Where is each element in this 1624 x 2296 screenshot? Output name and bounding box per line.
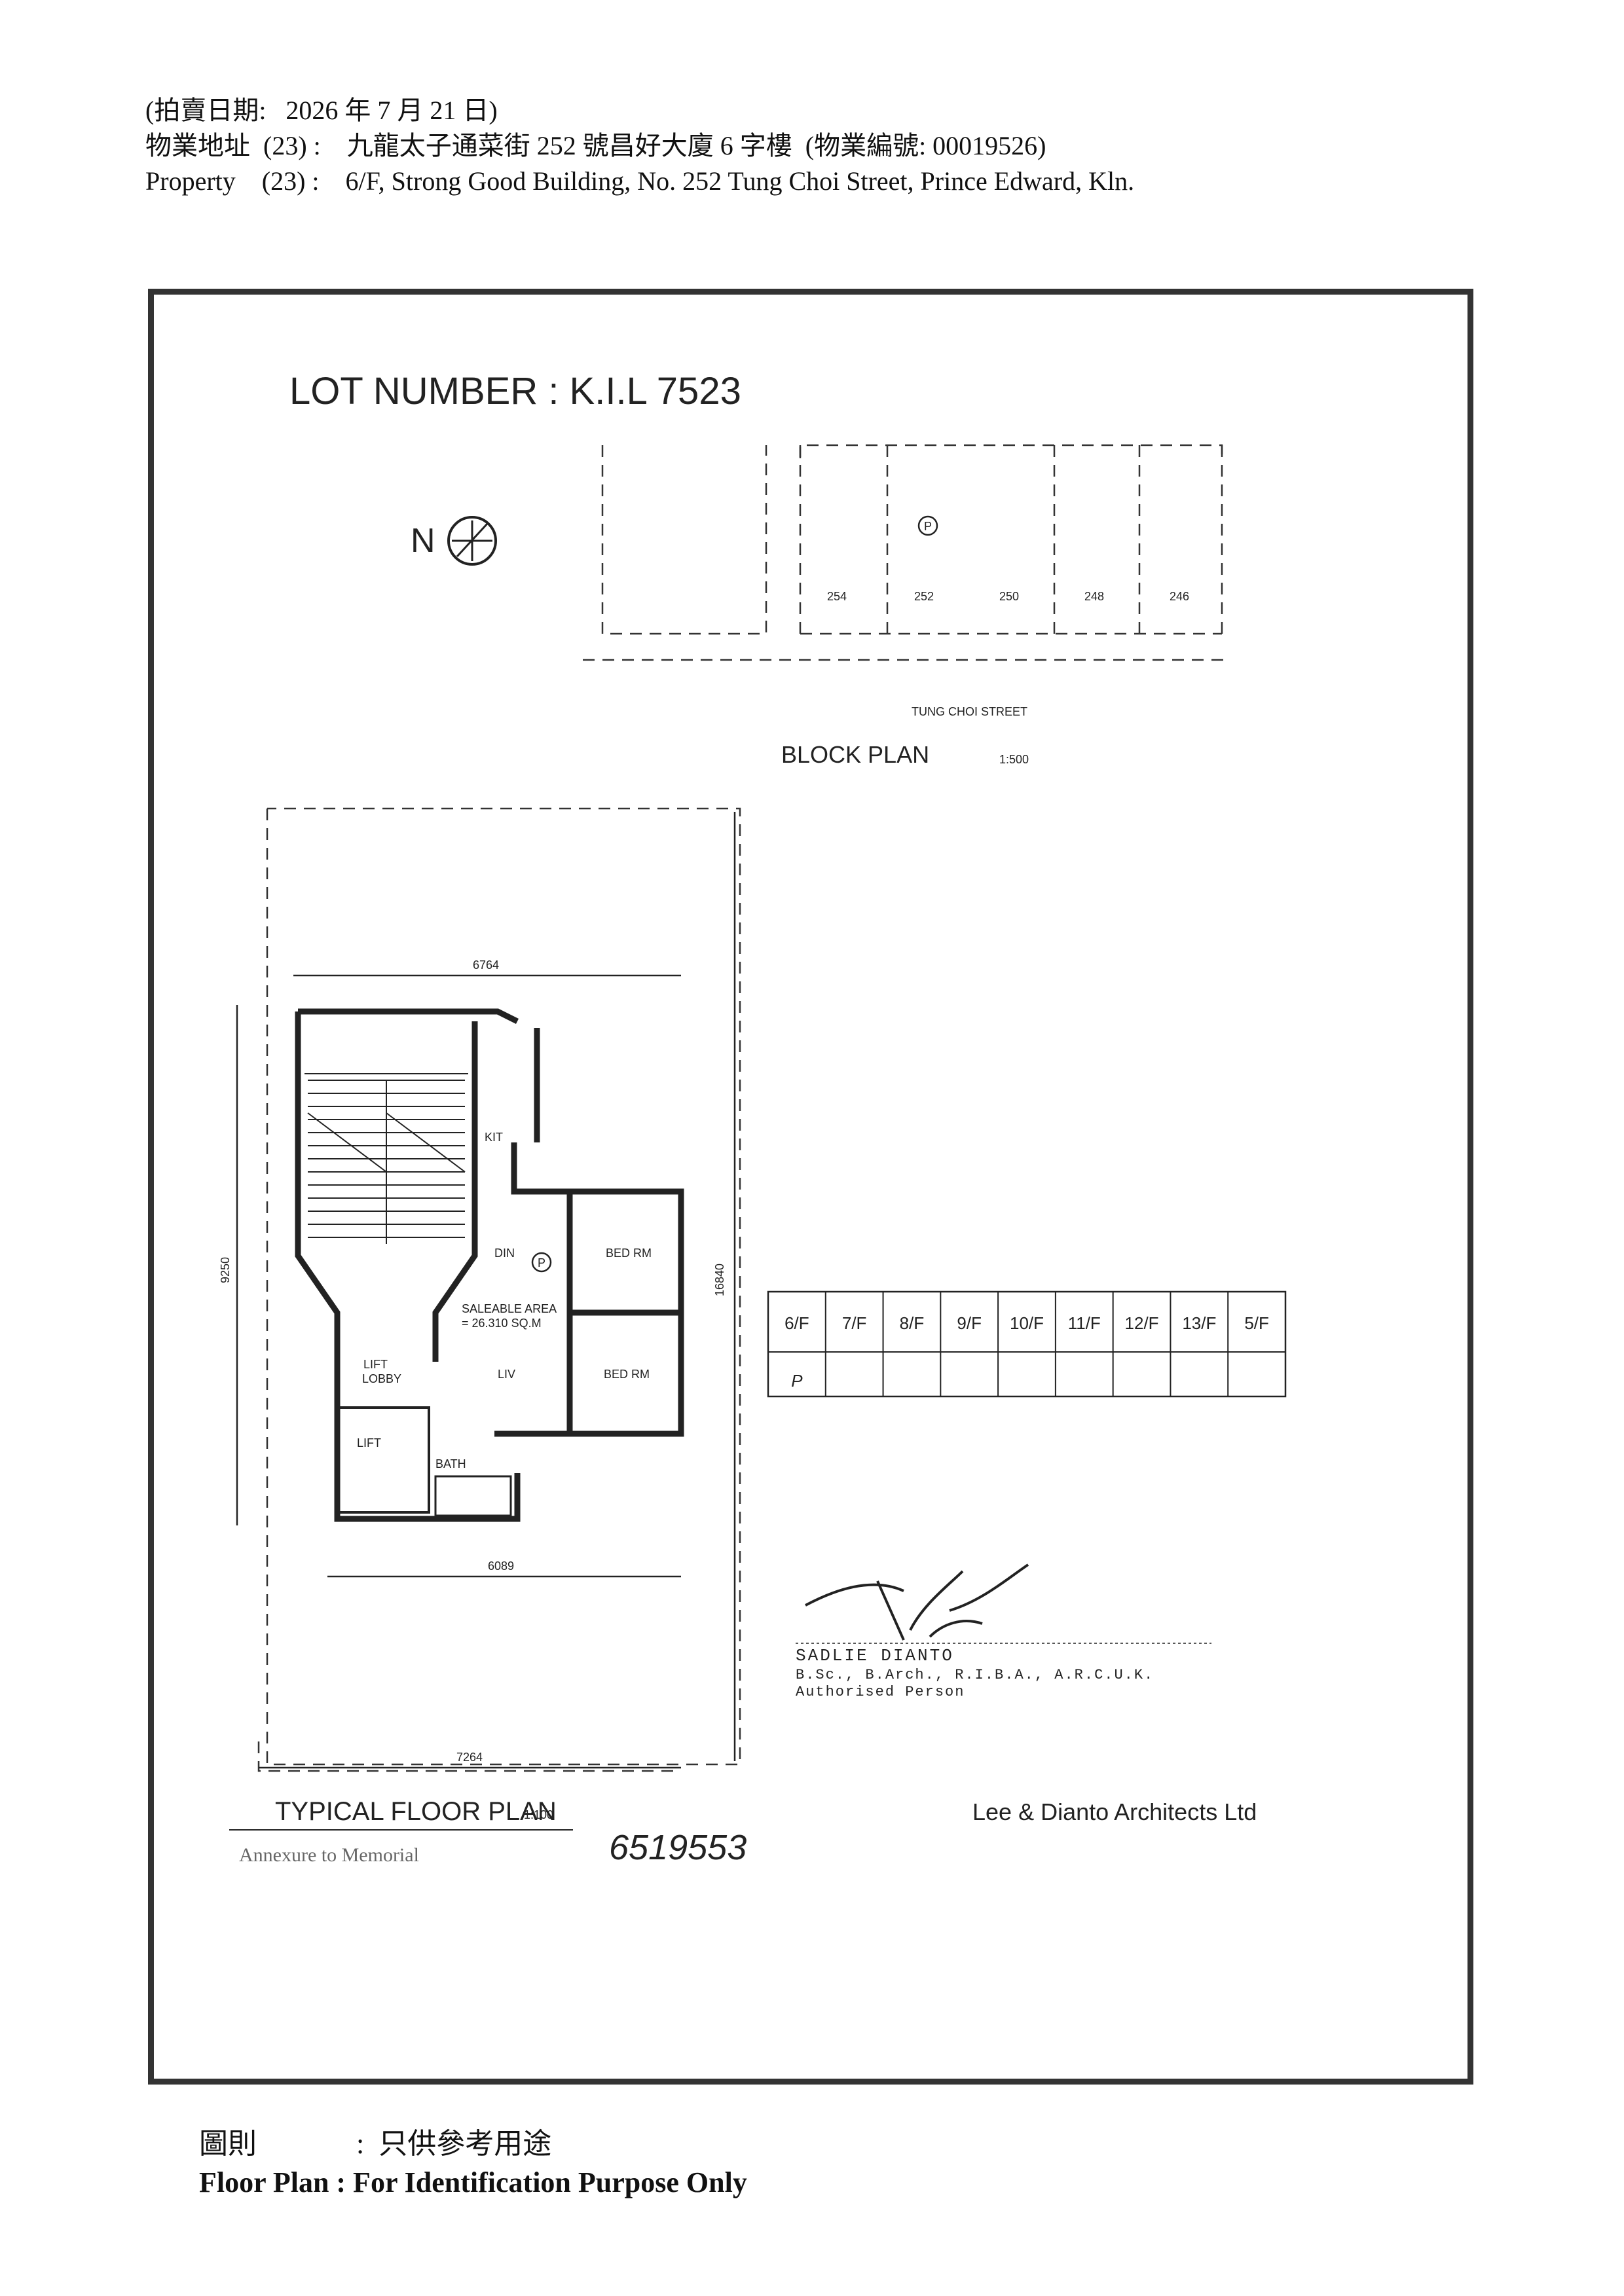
floor-cell-7f: 7/F (842, 1313, 867, 1333)
property-marker-icon (917, 515, 938, 536)
footer-cn-value: : 只供參考用途 (356, 2128, 552, 2160)
north-arrow-icon (447, 516, 497, 566)
dim-bottom: 6089 (488, 1559, 514, 1573)
floor-cell-8f: 8/F (900, 1313, 925, 1333)
lift-lobby-label-2: LOBBY (362, 1372, 401, 1385)
signatory-quals: B.Sc., B.Arch., R.I.B.A., A.R.C.U.K. (796, 1667, 1154, 1683)
room-bath: BATH (435, 1457, 466, 1470)
architect-name: Lee & Dianto Architects Ltd (972, 1798, 1257, 1825)
block-plan-scale: 1:500 (999, 753, 1029, 766)
lot-254: 254 (827, 590, 847, 603)
block-plan: P 254 252 250 248 246 TUNG CHOI STREET B… (583, 444, 1231, 768)
lot-248: 248 (1084, 590, 1104, 603)
floor-cell-13f: 13/F (1182, 1313, 1216, 1333)
lot-252: 252 (914, 590, 934, 603)
room-bed-1: BED RM (606, 1247, 652, 1260)
memorial-number: 6519553 (609, 1828, 747, 1867)
saleable-area-value: = 26.310 SQ.M (462, 1317, 542, 1330)
floor-plan-marker: P (538, 1256, 545, 1269)
north-label: N (411, 522, 435, 560)
dim-left: 9250 (219, 1257, 232, 1283)
dim-outer: 7264 (456, 1751, 483, 1764)
saleable-area-label: SALEABLE AREA (462, 1302, 557, 1315)
annexure-stamp: Annexure to Memorial (239, 1844, 419, 1866)
footer-cn-label: 圖則 (199, 2128, 257, 2160)
room-din: DIN (494, 1247, 515, 1260)
dim-right: 16840 (713, 1264, 726, 1296)
floor-plan-title: TYPICAL FLOOR PLAN (275, 1797, 557, 1826)
signature-block: SADLIE DIANTO B.Sc., B.Arch., R.I.B.A., … (796, 1563, 1211, 1700)
lot-246: 246 (1170, 590, 1189, 603)
typical-floor-plan: 6764 6089 7264 9250 16840 (219, 807, 741, 1831)
signatory-role: Authorised Person (796, 1684, 965, 1700)
lift-lobby-label-1: LIFT (363, 1358, 388, 1371)
property-address-en: Property (23) : 6/F, Strong Good Buildin… (145, 166, 1135, 196)
footer-en: Floor Plan : For Identification Purpose … (199, 2166, 747, 2198)
block-plan-title: BLOCK PLAN (781, 741, 929, 768)
street-label: TUNG CHOI STREET (912, 705, 1027, 718)
dim-top: 6764 (473, 958, 499, 972)
room-lift: LIFT (357, 1436, 381, 1449)
room-liv: LIV (498, 1368, 515, 1381)
unit-marker-icon (531, 1252, 552, 1273)
signature-mark (805, 1563, 1029, 1641)
room-bed-2: BED RM (604, 1368, 650, 1381)
plan-frame (148, 289, 1473, 2085)
floor-plan-scale: 1:100 (524, 1808, 553, 1821)
property-address-cn: 物業地址 (23) : 九龍太子通菜街 252 號昌好大廈 6 字樓 (物業編號… (145, 131, 1046, 160)
signatory-name: SADLIE DIANTO (796, 1646, 954, 1666)
floor-cell-9f: 9/F (957, 1313, 982, 1333)
floor-cell-5f: 5/F (1244, 1313, 1269, 1333)
floor-cell-6f: 6/F (784, 1313, 809, 1333)
floor-mark: P (791, 1371, 803, 1391)
lot-250: 250 (999, 590, 1019, 603)
floor-cell-10f: 10/F (1010, 1313, 1044, 1333)
floor-cell-11f: 11/F (1068, 1313, 1101, 1333)
floor-table: 6/F 7/F 8/F 9/F 10/F 11/F 12/F 13/F 5/F P (767, 1290, 1287, 1398)
block-plan-marker: P (924, 520, 932, 533)
room-kit: KIT (485, 1131, 503, 1144)
lot-number: LOT NUMBER : K.I.L 7523 (289, 370, 741, 412)
floor-cell-12f: 12/F (1125, 1313, 1159, 1333)
auction-date-line: (拍賣日期: 2026 年 7 月 21 日) (145, 96, 498, 125)
